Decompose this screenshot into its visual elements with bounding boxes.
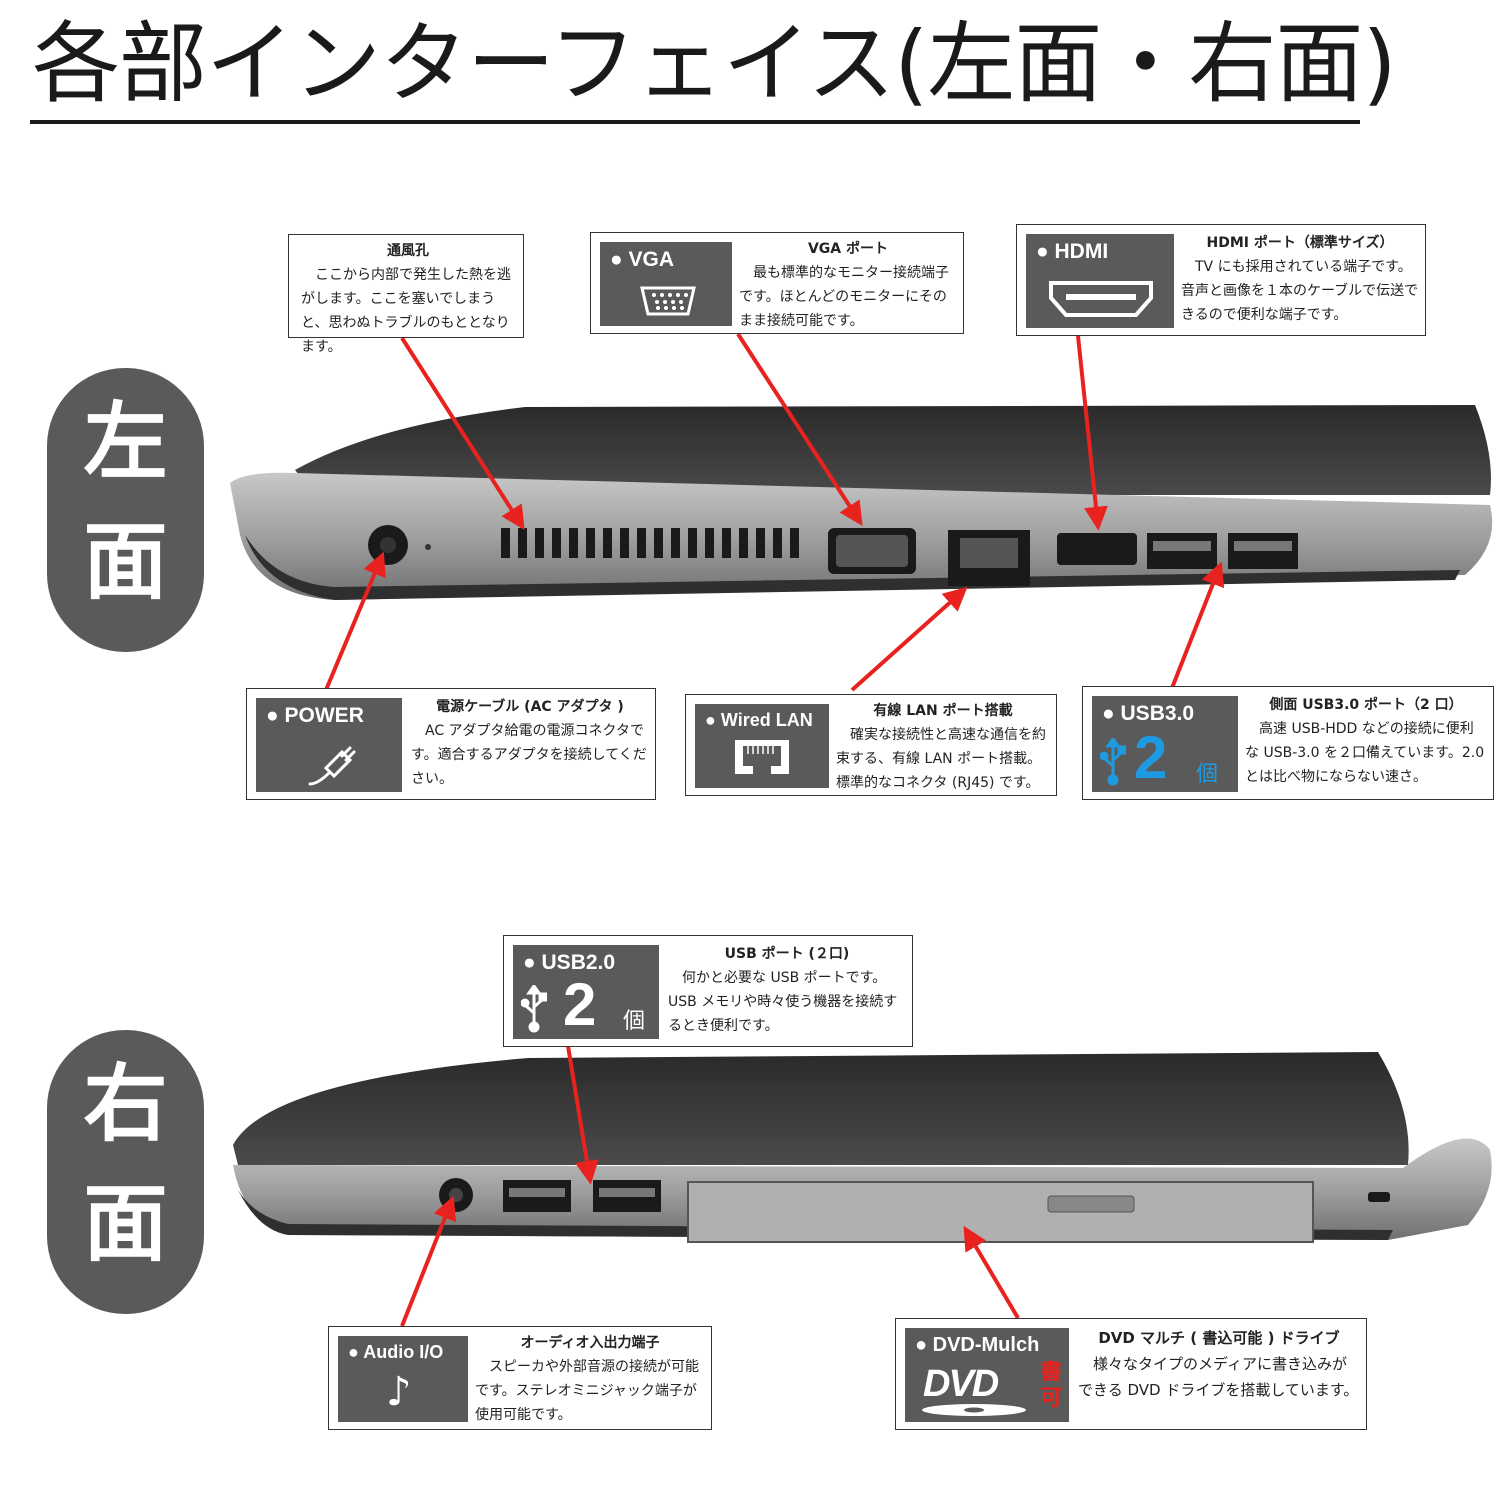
callout-vga: ● VGA VGA ポート 最も標準的なモニター接続端子です。ほとんどのモニター… bbox=[590, 232, 964, 334]
callout-dvd: ● DVD-Mulch DVD 書 可 DVD マルチ ( 書込可能 ) ドライ… bbox=[895, 1318, 1367, 1430]
callout-usb3-badge: ● USB3.0 2 個 bbox=[1092, 696, 1238, 792]
left-side-badge: 左 面 bbox=[47, 368, 204, 652]
callout-vga-badge: ● VGA bbox=[600, 242, 732, 326]
callout-vga-heading: VGA ポート bbox=[807, 241, 889, 257]
callout-dvd-label: ● DVD-Mulch bbox=[915, 1334, 1040, 1356]
callout-vga-text: VGA ポート 最も標準的なモニター接続端子です。ほとんどのモニターにそのまま接… bbox=[739, 237, 957, 333]
callout-power-label: ● POWER bbox=[266, 704, 364, 727]
writable-badge-char-2: 可 bbox=[1039, 1386, 1062, 1411]
arrow-usb3 bbox=[1170, 561, 1225, 689]
callout-vent: 通風孔 ここから内部で発生した熱を逃がします。ここを塞いでしまうと、思わぬトラブ… bbox=[288, 234, 524, 355]
callout-usb2-unit: 個 bbox=[623, 1009, 646, 1034]
right-side-char-2: 面 bbox=[83, 1175, 168, 1273]
page-title: 各部インターフェイス(左面・右面) bbox=[32, 12, 1397, 115]
vga-connector-icon bbox=[640, 286, 696, 316]
callout-hdmi-label: ● HDMI bbox=[1036, 240, 1109, 263]
callout-usb3-heading: 側面 USB3.0 ポート（2 口） bbox=[1269, 697, 1463, 713]
callout-audio: ● Audio I/O ♪ オーディオ入出力端子 スピーカや外部音源の接続が可能… bbox=[328, 1326, 712, 1430]
writable-badge: 書 可 bbox=[1037, 1360, 1065, 1412]
callout-usb3: ● USB3.0 2 個 側面 USB3.0 ポート（2 口） 高速 USB-H… bbox=[1082, 686, 1494, 800]
callout-usb2-badge: ● USB2.0 2 個 bbox=[513, 945, 659, 1039]
callout-usb2-heading: USB ポート (２口) bbox=[724, 946, 850, 962]
callout-usb3-text: 側面 USB3.0 ポート（2 口） 高速 USB-HDD などの接続に便利な … bbox=[1245, 693, 1487, 789]
callout-lan-label: ● Wired LAN bbox=[705, 710, 813, 730]
arrow-vent bbox=[400, 336, 525, 531]
left-side-char-1: 左 bbox=[83, 393, 168, 491]
callout-dvd-badge: ● DVD-Mulch DVD 書 可 bbox=[905, 1328, 1069, 1422]
usb-icon bbox=[521, 985, 547, 1033]
callout-lan-body: 確実な接続性と高速な通信を約束する、有線 LAN ポート搭載。標準的なコネクタ … bbox=[836, 727, 1046, 791]
callout-power-body: AC アダプタ給電の電源コネクタです。適合するアダプタを接続してください。 bbox=[411, 723, 647, 787]
callout-hdmi-badge: ● HDMI bbox=[1026, 234, 1174, 328]
callout-usb2-count: 2 bbox=[563, 971, 597, 1038]
callout-hdmi: ● HDMI HDMI ポート（標準サイズ） TV にも採用されている端子です。… bbox=[1016, 224, 1426, 336]
dvd-logo-icon: DVD bbox=[923, 1363, 999, 1405]
arrow-hdmi bbox=[1076, 335, 1108, 531]
callout-audio-heading: オーディオ入出力端子 bbox=[520, 1335, 660, 1351]
callout-lan: ● Wired LAN 有線 LAN ポート搭載 確実な接続性と高速な通信を約束… bbox=[685, 694, 1057, 796]
callout-audio-badge: ● Audio I/O ♪ bbox=[338, 1336, 468, 1422]
callout-hdmi-heading: HDMI ポート（標準サイズ） bbox=[1206, 235, 1394, 251]
callout-hdmi-text: HDMI ポート（標準サイズ） TV にも採用されている端子です。音声と画像を１… bbox=[1181, 231, 1419, 327]
arrow-usb2 bbox=[566, 1045, 599, 1185]
arrow-audio bbox=[400, 1195, 457, 1327]
title-underline bbox=[30, 120, 1360, 124]
callout-usb3-label: ● USB3.0 bbox=[1102, 702, 1195, 725]
callout-vent-body: ここから内部で発生した熱を逃がします。ここを塞いでしまうと、思わぬトラブルのもと… bbox=[301, 267, 511, 355]
callout-dvd-text: DVD マルチ ( 書込可能 ) ドライブ 様々なタイプのメディアに書き込みがで… bbox=[1078, 1325, 1360, 1403]
arrow-dvd bbox=[963, 1225, 1020, 1320]
callout-dvd-body: 様々なタイプのメディアに書き込みができる DVD ドライブを搭載しています。 bbox=[1078, 1355, 1359, 1399]
laptop-right-side-image bbox=[233, 1052, 1492, 1243]
callout-power-badge: ● POWER bbox=[256, 698, 402, 792]
laptop-left-side-image bbox=[230, 405, 1493, 600]
callout-vent-heading: 通風孔 bbox=[387, 243, 429, 259]
callout-usb3-count: 2 bbox=[1134, 724, 1168, 791]
arrow-vga bbox=[736, 332, 863, 527]
callout-lan-text: 有線 LAN ポート搭載 確実な接続性と高速な通信を約束する、有線 LAN ポー… bbox=[836, 699, 1050, 795]
callout-dvd-heading: DVD マルチ ( 書込可能 ) ドライブ bbox=[1098, 1329, 1340, 1347]
right-side-char-1: 右 bbox=[83, 1055, 168, 1153]
rj45-port-icon bbox=[735, 740, 789, 774]
callout-audio-text: オーディオ入出力端子 スピーカや外部音源の接続が可能です。ステレオミニジャック端… bbox=[475, 1331, 705, 1427]
arrow-lan bbox=[850, 586, 968, 692]
callout-usb2: ● USB2.0 2 個 USB ポート (２口) 何かと必要な USB ポート… bbox=[503, 935, 913, 1047]
callout-audio-label: ● Audio I/O bbox=[348, 1342, 444, 1362]
callout-power: ● POWER 電源ケーブル (AC アダプタ ) AC アダプタ給電の電源コネ… bbox=[246, 688, 656, 800]
callout-usb2-text: USB ポート (２口) 何かと必要な USB ポートです。USB メモリや時々… bbox=[668, 942, 906, 1038]
callout-usb3-unit: 個 bbox=[1196, 762, 1219, 787]
callout-vga-label: ● VGA bbox=[610, 248, 675, 271]
hdmi-connector-icon bbox=[1049, 281, 1153, 317]
callout-lan-badge: ● Wired LAN bbox=[695, 704, 829, 788]
writable-badge-char-1: 書 bbox=[1039, 1360, 1062, 1385]
callout-usb2-label: ● USB2.0 bbox=[523, 951, 616, 974]
right-side-badge: 右 面 bbox=[47, 1030, 204, 1314]
left-side-char-2: 面 bbox=[83, 513, 168, 611]
music-note-icon: ♪ bbox=[386, 1369, 412, 1415]
usb-icon bbox=[1100, 738, 1126, 786]
dvd-disc-icon bbox=[922, 1404, 1026, 1416]
callout-usb3-body: 高速 USB-HDD などの接続に便利な USB-3.0 を２口備えています。2… bbox=[1245, 721, 1485, 785]
callout-audio-body: スピーカや外部音源の接続が可能です。ステレオミニジャック端子が使用可能です。 bbox=[475, 1359, 699, 1423]
callout-vent-text: 通風孔 ここから内部で発生した熱を逃がします。ここを塞いでしまうと、思わぬトラブ… bbox=[301, 239, 515, 359]
callout-power-heading: 電源ケーブル (AC アダプタ ) bbox=[436, 699, 624, 715]
callout-lan-heading: 有線 LAN ポート搭載 bbox=[873, 703, 1013, 719]
callout-vga-body: 最も標準的なモニター接続端子です。ほとんどのモニターにそのまま接続可能です。 bbox=[739, 265, 949, 329]
callout-power-text: 電源ケーブル (AC アダプタ ) AC アダプタ給電の電源コネクタです。適合す… bbox=[411, 695, 649, 791]
callout-usb2-body: 何かと必要な USB ポートです。USB メモリや時々使う機器を接続するとき便利… bbox=[668, 970, 898, 1034]
arrow-power bbox=[324, 551, 386, 691]
callout-hdmi-body: TV にも採用されている端子です。音声と画像を１本のケーブルで伝送できるので便利… bbox=[1181, 259, 1419, 323]
power-plug-icon bbox=[308, 746, 356, 786]
